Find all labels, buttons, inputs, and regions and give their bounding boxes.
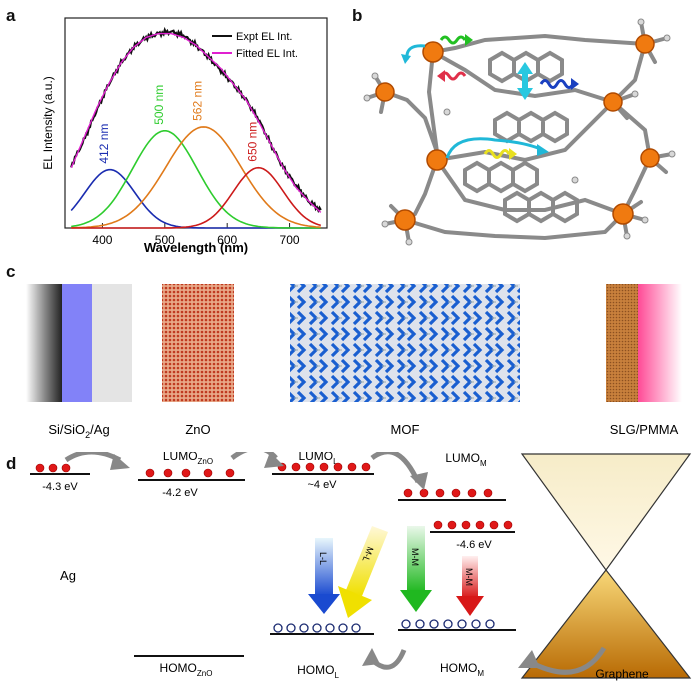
pmma-layer — [638, 284, 682, 402]
photon-blue-head — [571, 78, 579, 90]
panel-label-d: d — [6, 454, 17, 473]
metal-nodes — [375, 34, 660, 231]
lumo-m-electrons-lower — [433, 520, 513, 530]
label-slg-pmma: SLG/PMMA — [610, 422, 679, 437]
si-layer — [26, 284, 62, 402]
metal-atom — [603, 92, 623, 112]
peak-label-562: 562 nm — [190, 81, 204, 121]
vertical-transfer-arrow — [517, 62, 533, 100]
hydrogen-atoms — [363, 18, 676, 246]
transfer-arrow-head — [401, 54, 411, 64]
homo-m-holes — [401, 619, 495, 629]
sio2-layer — [62, 284, 92, 402]
chart-curves — [70, 26, 322, 229]
ag-layer — [92, 284, 132, 402]
photon-red-head — [437, 70, 445, 82]
x-axis-label: Wavelength (nm) — [144, 240, 248, 255]
x-tick-label: 600 — [217, 233, 237, 247]
device-layers: Si/SiO2/Ag ZnO MOF SLG/PMMA — [26, 284, 682, 440]
metal-atom — [375, 82, 395, 102]
transition-arrow-ll: L-L — [308, 538, 340, 614]
legend: Expt EL Int. Fitted EL Int. — [212, 31, 298, 60]
legend-entry-expt: Expt EL Int. — [236, 31, 292, 43]
label-zno: ZnO — [185, 422, 210, 437]
photon-yellow — [483, 149, 511, 159]
photon-blue — [539, 79, 575, 89]
series-fit-line — [70, 32, 322, 213]
lumo-m-electrons-upper — [403, 488, 493, 498]
panel-label-a: a — [6, 6, 16, 25]
peak-label-412: 412 nm — [97, 124, 111, 164]
homo-m-label: HOMOM — [440, 661, 484, 678]
metal-atom — [426, 149, 448, 171]
lumo-l-label: LUMOL — [298, 452, 338, 466]
x-tick-label: 400 — [92, 233, 112, 247]
energy-level-diagram: Graphene -4.3 eV Ag LUMOZnO -4.2 eV LUMO… — [30, 452, 692, 681]
photon-green — [439, 35, 467, 45]
graphene-label: Graphene — [595, 667, 649, 681]
ag-label: Ag — [60, 568, 76, 583]
lumo-l-electrons — [277, 462, 371, 472]
transition-label-mm-red: M-M — [464, 568, 474, 586]
homo-l-label: HOMOL — [297, 663, 339, 680]
label-si-sio2-ag: Si/SiO2/Ag — [48, 422, 109, 440]
transfer-arrow-heads — [110, 452, 428, 490]
peak-label-500: 500 nm — [152, 85, 166, 125]
label-mof: MOF — [391, 422, 420, 437]
mof-structure-illustration — [363, 18, 676, 246]
transition-arrow-mm-green: M-M — [400, 526, 432, 612]
panel-label-c: c — [6, 262, 16, 281]
zno-layer — [162, 284, 234, 402]
graphene-cone-lower — [520, 569, 692, 679]
x-tick-label: 500 — [155, 233, 175, 247]
gaussian-peak-562 — [71, 126, 321, 229]
metal-atom — [640, 148, 660, 168]
panel-label-b: b — [352, 6, 363, 25]
framework-bonds — [365, 20, 674, 244]
graphene-cone-upper — [520, 453, 692, 572]
photon-green-head — [465, 34, 473, 46]
m-level-value: -4.6 eV — [456, 539, 492, 551]
transfer-arrow-head — [537, 144, 549, 156]
photon-yellow-head — [509, 148, 517, 160]
metal-atom — [422, 41, 444, 63]
zno-level-value: -4.2 eV — [162, 487, 198, 499]
ag-electrons — [35, 463, 71, 473]
legend-entry-fit: Fitted EL Int. — [236, 48, 298, 60]
peak-labels: 412 nm 500 nm 562 nm 650 nm — [97, 81, 259, 164]
transfer-arrow — [445, 137, 544, 159]
lumo-zno-label: LUMOZnO — [163, 452, 213, 466]
slg-layer — [606, 284, 638, 402]
metal-atom — [612, 203, 634, 225]
gaussian-peak-500 — [71, 130, 321, 229]
transition-label-mm-green: M-M — [410, 548, 420, 566]
mof-layer — [290, 284, 520, 402]
homo-zno-label: HOMOZnO — [160, 661, 213, 678]
x-tick: 600 — [217, 223, 238, 247]
peak-label-650: 650 nm — [245, 122, 259, 162]
ag-level-value: -4.3 eV — [42, 481, 78, 493]
x-tick: 700 — [280, 223, 300, 247]
gaussian-peak-412 — [70, 168, 321, 229]
y-axis-label: EL Intensity (a.u.) — [41, 76, 55, 170]
transition-label-ll: L-L — [318, 552, 328, 565]
metal-atom — [635, 34, 655, 54]
transition-arrow-ml: M-L — [338, 526, 388, 618]
transition-arrow-mm-red: M-M — [456, 556, 484, 616]
gaussian-peak-650 — [71, 166, 322, 229]
x-axis-ticks: 400 500 600 700 — [92, 223, 300, 247]
l-level-value: ~4 eV — [307, 479, 337, 491]
homo-l-holes — [273, 623, 361, 633]
el-spectrum-chart: 400 500 600 700 412 nm 500 nm 562 nm 650 nm Wa… — [41, 17, 328, 255]
x-tick-label: 700 — [280, 233, 300, 247]
metal-atom — [394, 209, 416, 231]
zno-electrons — [145, 468, 235, 478]
hole-arrow-heads — [362, 648, 540, 668]
lumo-m-label: LUMOM — [445, 452, 487, 468]
